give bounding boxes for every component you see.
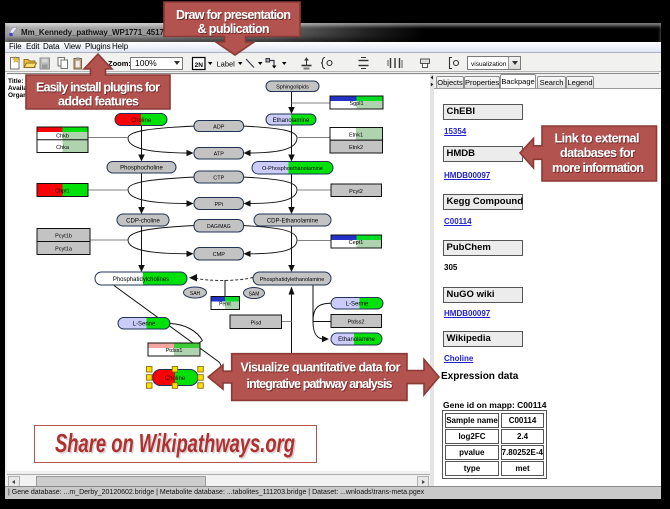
svg-text:Organis: Organis — [8, 92, 33, 99]
svg-text:Phosphatidylethanolamine: Phosphatidylethanolamine — [260, 277, 325, 283]
svg-text:CTP: CTP — [213, 175, 224, 181]
svg-text:Sgpl1: Sgpl1 — [349, 101, 363, 107]
svg-text:CDP-Ethanolamine: CDP-Ethanolamine — [267, 218, 319, 224]
svg-text:Draw for presentation: Draw for presentation — [176, 8, 291, 22]
svg-text:L-Serine: L-Serine — [133, 322, 156, 328]
svg-text:Chpt1: Chpt1 — [55, 188, 70, 194]
svg-text:L-Serine: L-Serine — [346, 302, 369, 308]
svg-text:CMP: CMP — [213, 252, 226, 258]
svg-text:Ptdss2: Ptdss2 — [348, 320, 365, 326]
svg-text:Pcyt2: Pcyt2 — [349, 189, 363, 195]
svg-text:Ethanolamine: Ethanolamine — [338, 337, 375, 343]
svg-text:Phosphocholine: Phosphocholine — [120, 166, 163, 172]
svg-text:PPi: PPi — [215, 202, 224, 208]
svg-text:Ethanolamine: Ethanolamine — [273, 118, 310, 124]
svg-text:Ptdss1: Ptdss1 — [166, 348, 183, 354]
svg-text:Label: Label — [217, 59, 236, 68]
svg-text:DAG/MAG: DAG/MAG — [207, 224, 231, 230]
svg-text:2N: 2N — [195, 62, 204, 69]
svg-text:Title:: Title: — [8, 78, 23, 85]
svg-text:Zoom:: Zoom: — [108, 59, 131, 68]
svg-text:Chkb: Chkb — [56, 133, 69, 139]
svg-text:Pemt: Pemt — [219, 301, 231, 307]
svg-text:Etnk2: Etnk2 — [349, 145, 363, 151]
svg-text:Pcyt1a: Pcyt1a — [55, 246, 73, 252]
svg-text:ATP: ATP — [214, 152, 225, 158]
svg-text:Phosphatidylcholines: Phosphatidylcholines — [113, 277, 169, 283]
svg-text:SAM: SAM — [249, 291, 260, 297]
svg-text:Pcyt1b: Pcyt1b — [55, 233, 72, 239]
svg-text:Chka: Chka — [56, 145, 70, 151]
svg-text:Choline: Choline — [165, 376, 186, 382]
svg-text:Pisd: Pisd — [251, 320, 262, 326]
svg-text:ADP: ADP — [213, 124, 225, 130]
svg-text:O-Phosphoethanolamine: O-Phosphoethanolamine — [262, 166, 323, 172]
svg-text:Sphingolipids: Sphingolipids — [276, 84, 309, 90]
svg-text:SAH: SAH — [190, 291, 201, 297]
svg-text:Cept1: Cept1 — [349, 240, 364, 246]
svg-text:Etnk1: Etnk1 — [349, 132, 363, 138]
svg-text:CDP-choline: CDP-choline — [126, 218, 160, 224]
svg-text:Choline: Choline — [131, 118, 152, 124]
svg-text:Availab: Availab — [8, 85, 31, 92]
